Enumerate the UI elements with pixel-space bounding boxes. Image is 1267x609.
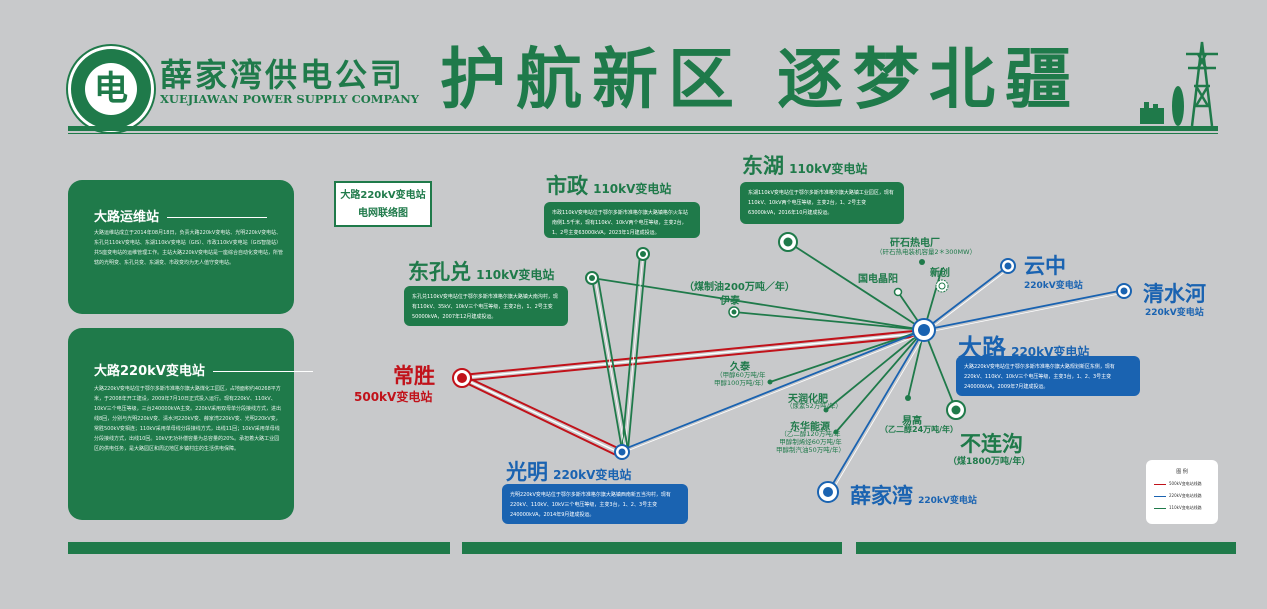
company-logo: 电 xyxy=(68,46,154,132)
line-500kv-changsheng-dalu xyxy=(461,329,925,382)
jiutai-note-line1: （甲醇60万吨/年 xyxy=(716,371,766,379)
legend-row-500kv: 500kV变电站线路 xyxy=(1154,481,1218,487)
node-yashi xyxy=(919,259,925,265)
label-donghua: 东华能源 xyxy=(790,422,830,433)
label-yitai: 伊泰 xyxy=(720,296,740,307)
station-changsheng-name: 常胜 xyxy=(393,364,435,388)
header-divider xyxy=(68,126,1218,131)
card-title: 大路运维站 xyxy=(94,206,267,225)
label-tianrun: 天润化肥 xyxy=(788,394,828,405)
footer-bar-right xyxy=(856,542,1236,554)
company-name-cn: 薛家湾供电公司 xyxy=(160,56,406,94)
donghua-note-line2: 甲醇制烯烃60万吨/年 xyxy=(779,438,842,446)
label-xinchuang: 新创 xyxy=(930,268,950,279)
legend-head: 图 例 xyxy=(1176,469,1188,475)
node-dalu xyxy=(912,318,936,342)
station-name: 市政 xyxy=(546,174,588,198)
node-guangming xyxy=(614,444,630,460)
donghua-note-line3: 甲醇制汽油50万吨/年） xyxy=(776,446,845,454)
station-name: 东孔兑 xyxy=(408,260,471,284)
station-level: 110kV变电站 xyxy=(789,162,868,176)
label-donghua-note: （乙二醇120万吨/年 甲醇制烯烃60万吨/年 甲醇制汽油50万吨/年） xyxy=(776,430,845,454)
card-title: 大路220kV变电站 xyxy=(94,360,313,379)
lines-220kv xyxy=(621,265,1125,493)
node-donghu xyxy=(778,232,798,252)
diagram-title-line2: 电网联络图 xyxy=(358,208,408,219)
station-level: 220kV变电站 xyxy=(1011,345,1090,359)
lines-110kv xyxy=(591,241,957,451)
station-name: 东湖 xyxy=(742,154,784,178)
page-slogan: 护航新区 逐梦北疆 xyxy=(440,41,1081,118)
card-dalu-maintenance-station: 大路运维站 大路运维站成立于2014年08月18日，负责大路220kV变电站、光… xyxy=(68,180,294,314)
power-tower-icon xyxy=(1140,41,1218,127)
node-tianrun xyxy=(823,407,829,413)
station-shizheng-desc: 市政110kV变电站位于鄂尔多斯市准格尔旗大路镇格尔火车站南侧1.5千米，现有1… xyxy=(544,202,700,238)
station-buliangou-name: 不连沟 xyxy=(960,432,1023,456)
node-buliangou xyxy=(946,400,966,420)
node-yitai xyxy=(728,306,740,318)
label-meizhiyou: （煤制油200万吨／年） xyxy=(684,282,795,293)
node-dongkongdui xyxy=(585,271,599,285)
station-level: 220kV变电站 xyxy=(918,496,977,506)
diagram-title-line1: 大路220kV变电站 xyxy=(340,190,426,201)
station-shizheng-label: 市政 110kV变电站 xyxy=(546,170,671,200)
station-level: 110kV变电站 xyxy=(476,268,555,282)
station-yunzhong-name: 云中 xyxy=(1024,254,1066,278)
logo-emblem-icon: 电 xyxy=(85,63,137,115)
legend-row-110kv: 110kV变电站线路 xyxy=(1154,505,1218,511)
diagram-title-box: 大路220kV变电站 电网联络图 xyxy=(334,181,432,227)
station-guangming-desc: 光明220kV变电站位于鄂尔多斯市准格尔旗大路镇西南新五当沟村，现有220kV、… xyxy=(502,484,688,524)
station-name: 薛家湾 xyxy=(850,484,913,508)
jiutai-note-line2: 甲醇100万吨/年） xyxy=(714,379,768,387)
footer-bar-left xyxy=(68,542,450,554)
node-xinchuang xyxy=(935,279,949,293)
node-changsheng xyxy=(452,368,472,388)
card-body: 大路运维站成立于2014年08月18日，负责大路220kV变电站、光明220kV… xyxy=(94,230,284,266)
node-donghua xyxy=(833,429,839,435)
station-dongkongdui-label: 东孔兑 110kV变电站 xyxy=(408,256,554,286)
station-donghu-desc: 东湖110kV变电站位于鄂尔多斯市准格尔旗大路镇工业园区，现有110kV、10k… xyxy=(740,182,904,224)
donghua-note-line1: （乙二醇120万吨/年 xyxy=(780,430,841,438)
footer-bar-center xyxy=(462,542,842,554)
company-name-en: XUEJIAWAN POWER SUPPLY COMPANY xyxy=(160,92,419,106)
label-yashi-note: （矸石热电装机容量2＊300MW） xyxy=(876,248,977,256)
header-divider-thin xyxy=(68,133,1218,134)
node-shizheng xyxy=(636,247,650,261)
station-qingshuihe-level: 220kV变电站 xyxy=(1145,308,1204,318)
label-yashi: 矸石热电厂 xyxy=(890,238,940,249)
node-guodianjingyang xyxy=(893,287,903,297)
label-yigao: 易高 xyxy=(902,416,922,427)
station-qingshuihe-name: 清水河 xyxy=(1143,282,1206,306)
station-name: 光明 xyxy=(506,460,548,484)
label-jiutai-note: （甲醇60万吨/年 甲醇100万吨/年） xyxy=(714,371,768,387)
card-body: 大路220kV变电站位于鄂尔多斯市准格尔旗大路煤化工园区，占地面积约40268平… xyxy=(94,386,282,452)
label-guodianjingyang: 国电晶阳 xyxy=(858,274,898,285)
label-tianrun-note: （尿素52万吨/年） xyxy=(786,402,842,410)
station-level: 110kV变电站 xyxy=(593,182,672,196)
station-yunzhong-level: 220kV变电站 xyxy=(1024,281,1083,291)
node-jiutai xyxy=(767,379,773,385)
station-donghu-label: 东湖 110kV变电站 xyxy=(742,150,867,180)
station-dongkongdui-desc: 东孔兑110kV变电站位于鄂尔多斯市准格尔旗大路镇大南沟村，现有110kV、35… xyxy=(404,286,568,326)
legend-row-220kv: 220kV变电站线路 xyxy=(1154,493,1218,499)
station-xuejiawan-label: 薛家湾 220kV变电站 xyxy=(850,480,977,510)
line-500kv-changsheng-guangming xyxy=(461,374,623,457)
node-yunzhong xyxy=(1000,258,1016,274)
node-qingshuihe xyxy=(1116,283,1132,299)
station-buliangou-note: （煤1800万吨/年） xyxy=(948,457,1031,467)
station-changsheng-level: 500kV变电站 xyxy=(354,390,433,404)
label-jiutai: 久泰 xyxy=(730,362,750,373)
node-yigao xyxy=(905,395,911,401)
station-guangming-label: 光明 220kV变电站 xyxy=(506,456,631,486)
station-dalu-desc: 大路220kV变电站位于鄂尔多斯市准格尔旗大路规划新区东侧，现有220kV、11… xyxy=(956,356,1140,396)
diagram-legend: 图 例 500kV变电站线路 220kV变电站线路 110kV变电站线路 xyxy=(1146,460,1218,524)
label-yigao-note: （乙二醇24万吨/年） xyxy=(880,425,959,434)
card-dalu-220kv-station: 大路220kV变电站 大路220kV变电站位于鄂尔多斯市准格尔旗大路煤化工园区，… xyxy=(68,328,294,520)
node-xuejiawan xyxy=(817,481,839,503)
station-level: 220kV变电站 xyxy=(553,468,632,482)
